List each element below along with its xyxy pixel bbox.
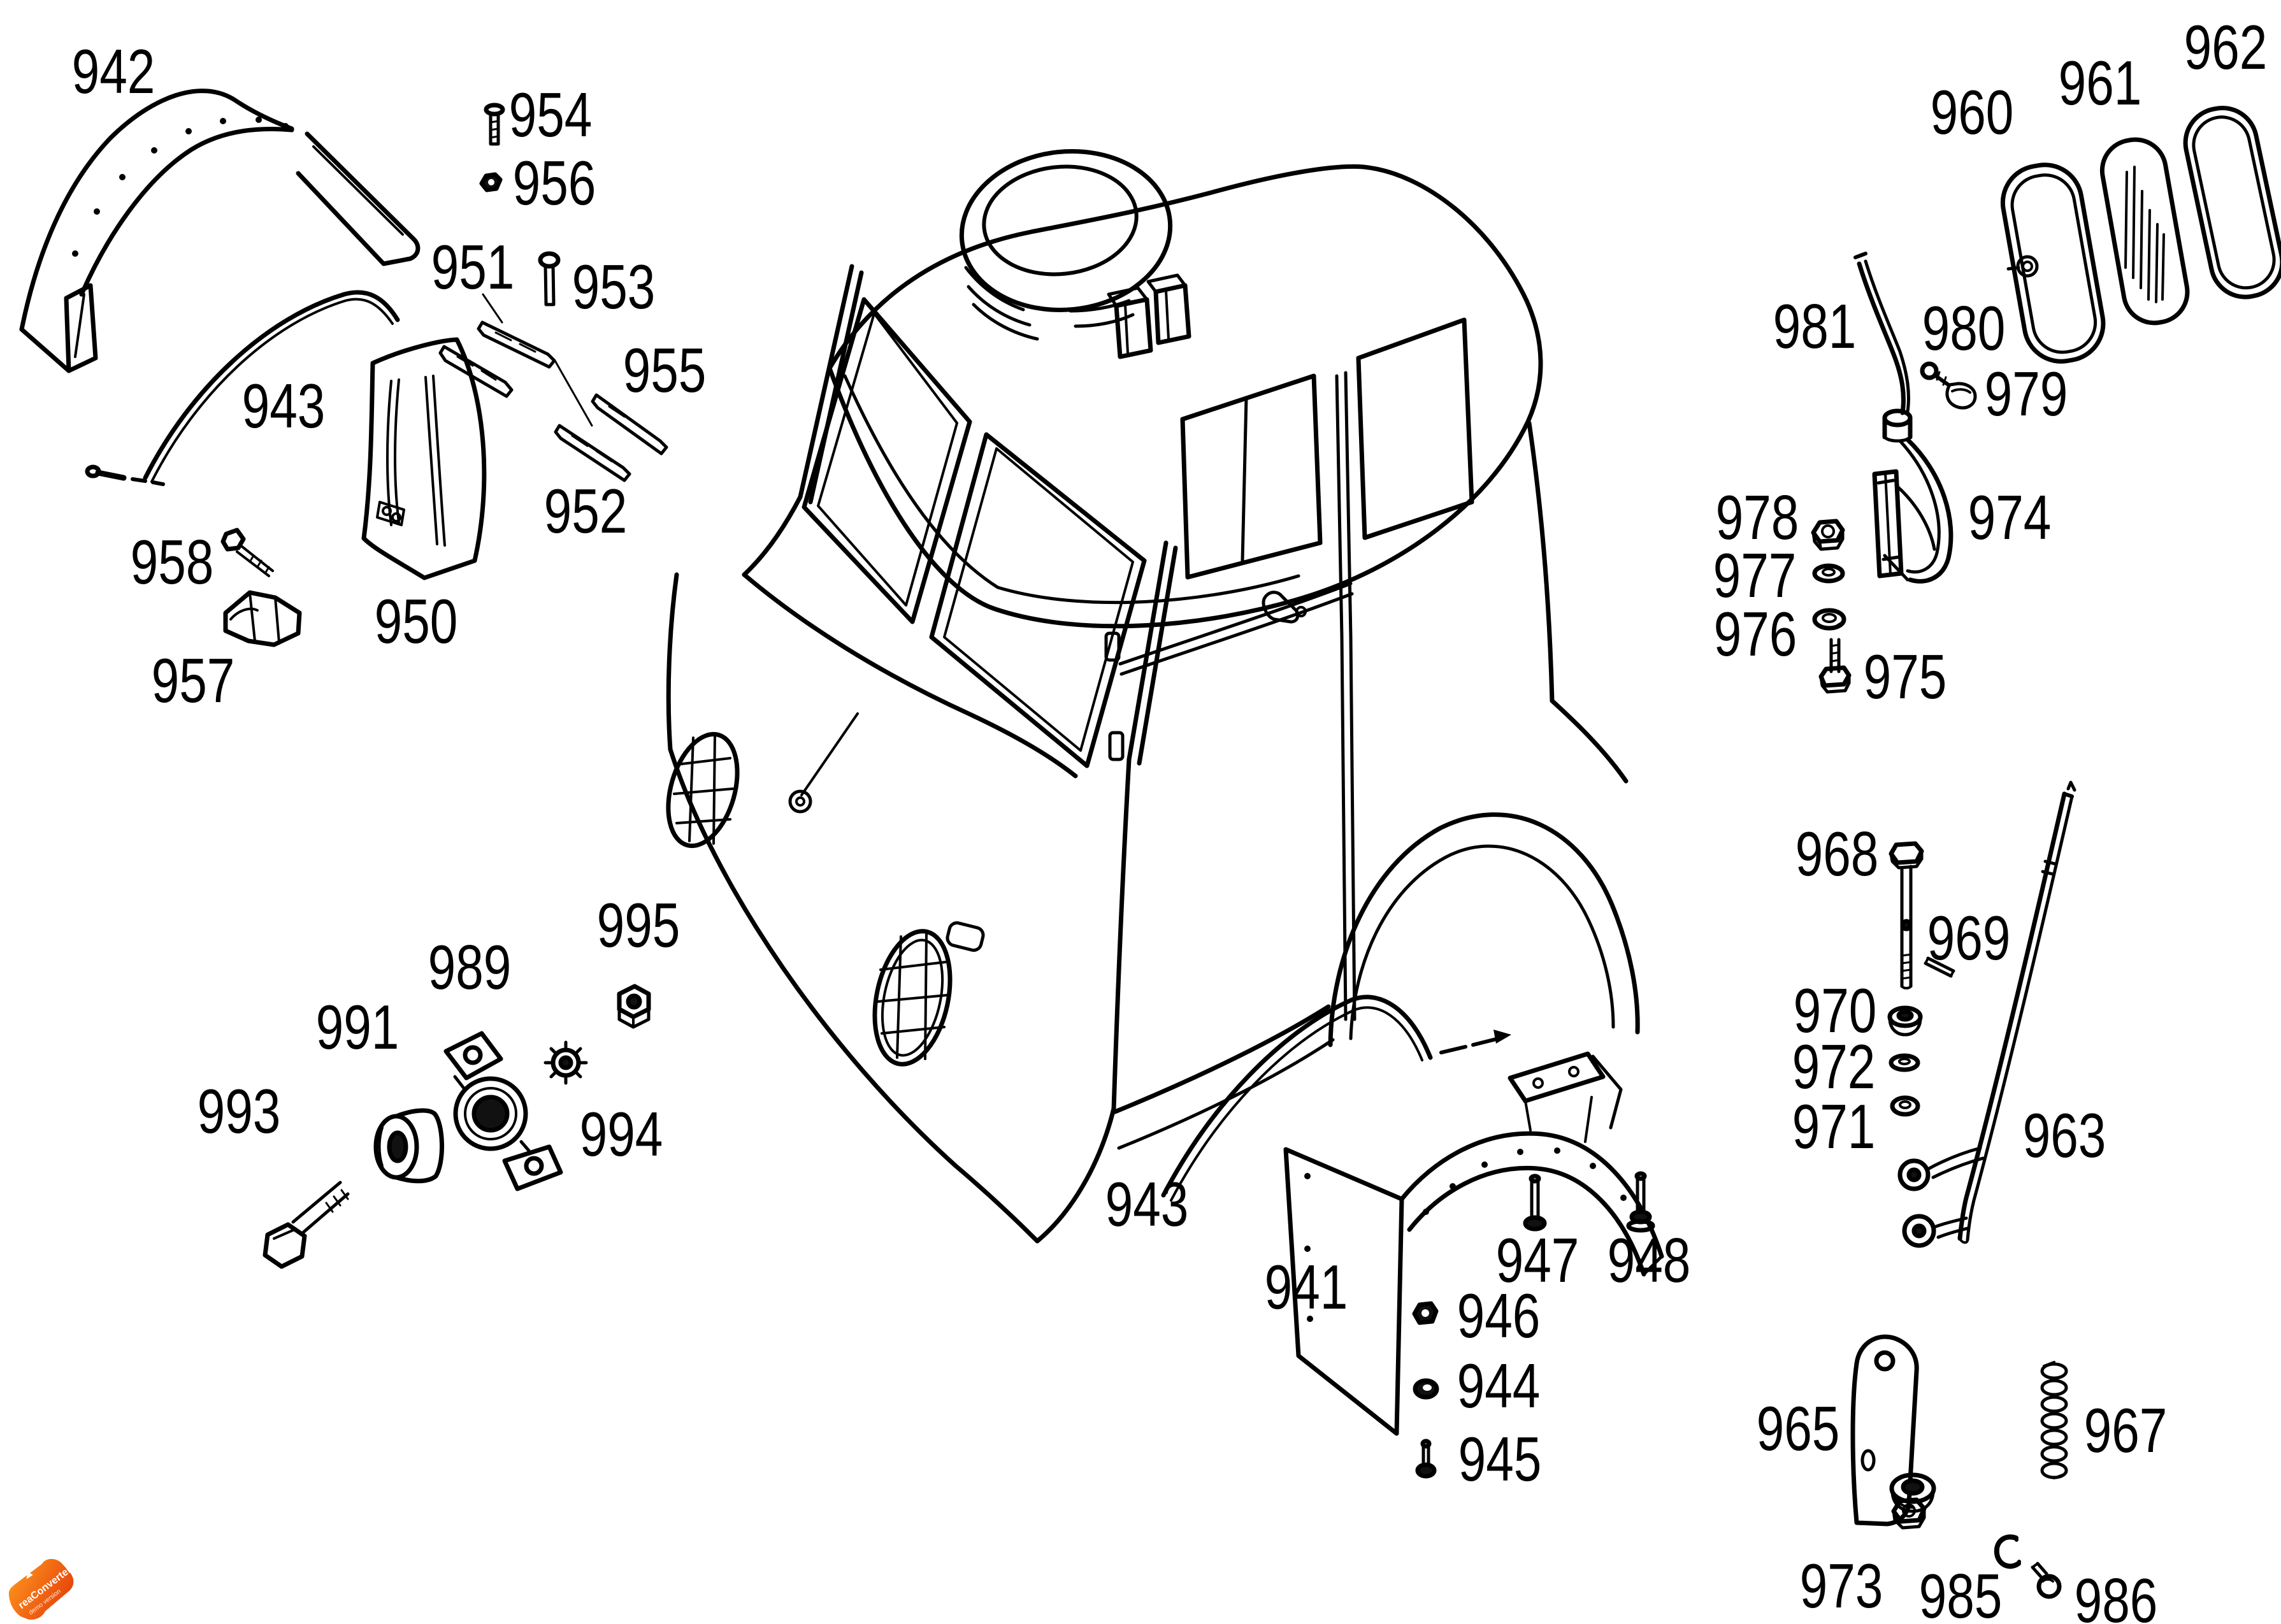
part-label-969: 969 (1927, 903, 2011, 973)
part-label-991: 991 (315, 992, 399, 1062)
part-label-981: 981 (1773, 291, 1857, 361)
part-label-941: 941 (1264, 1252, 1348, 1322)
part-label-963: 963 (2022, 1100, 2106, 1170)
part-label-975: 975 (1863, 642, 1947, 712)
part-label-957: 957 (151, 645, 235, 715)
mirror-arm-rod-981 (1853, 252, 1910, 415)
part-label-945: 945 (1458, 1424, 1542, 1494)
nut-946-icon (1412, 1301, 1439, 1325)
part-label-967: 967 (2083, 1395, 2168, 1465)
washer-972-icon (1889, 1053, 1920, 1072)
washer-971-icon (1890, 1095, 1920, 1117)
nut-973-icon (1891, 1497, 1927, 1530)
screw-948-icon (1626, 1171, 1655, 1233)
headlight-left (666, 731, 740, 849)
part-label-985: 985 (1918, 1561, 2003, 1624)
screw-958-icon (220, 528, 274, 577)
bracket-957-drawing (223, 590, 302, 647)
watermark-tag: reaConverter demo version (4, 1559, 80, 1623)
part-label-993: 993 (197, 1076, 281, 1146)
part-label-972: 972 (1792, 1031, 1876, 1102)
screw-980-icon (1920, 361, 1950, 387)
part-label-974: 974 (1968, 482, 2052, 552)
part-label-976: 976 (1713, 599, 1797, 669)
cab-drawing (666, 148, 1640, 1244)
part-label-942: 942 (71, 36, 155, 106)
cap-979-icon (1945, 382, 1977, 410)
bolt-993-icon (263, 1181, 350, 1269)
part-label-979: 979 (1984, 359, 2068, 429)
part-label-950: 950 (374, 586, 458, 656)
circlip-985-icon (1994, 1534, 2021, 1569)
headlight-right (872, 929, 953, 1067)
trim-943-bottom-drawing (1161, 995, 1511, 1202)
fender-942-rivets (72, 117, 289, 257)
part-label-973: 973 (1799, 1551, 1883, 1621)
part-label-955: 955 (622, 335, 707, 405)
part-label-943-bottom: 943 (1105, 1169, 1189, 1239)
washer-944-icon (1413, 1378, 1439, 1400)
part-label-977: 977 (1713, 540, 1797, 610)
nut-956-icon (479, 172, 503, 192)
screw-954-icon (484, 103, 505, 146)
screw-953-icon (538, 251, 561, 306)
part-label-954: 954 (508, 80, 593, 150)
nut-995-icon (617, 984, 651, 1029)
pin-969-icon (1924, 956, 1955, 978)
part-label-968: 968 (1795, 819, 1879, 889)
panel-950-drawing (361, 337, 487, 580)
part-label-995: 995 (596, 890, 680, 960)
part-label-965: 965 (1756, 1393, 1840, 1463)
watermark-tag-shape: reaConverter demo version (8, 1559, 74, 1620)
part-label-951: 951 (431, 232, 515, 302)
part-label-962: 962 (2184, 12, 2268, 82)
bolt-945-icon (1415, 1439, 1437, 1479)
part-label-944: 944 (1457, 1351, 1541, 1421)
roof-hatch (959, 148, 1191, 359)
part-label-960: 960 (1930, 77, 2014, 147)
star-washer-994-icon (543, 1040, 588, 1085)
part-label-953: 953 (572, 252, 656, 322)
bolt-975-icon (1818, 638, 1852, 694)
part-label-989: 989 (428, 932, 512, 1002)
fender-942-drawing (19, 89, 421, 373)
part-label-980: 980 (1922, 293, 2006, 363)
part-label-948: 948 (1607, 1225, 1691, 1295)
bushing-991-icon (373, 1108, 445, 1184)
part-label-956: 956 (512, 148, 596, 218)
mirror-bezel-962 (2183, 105, 2281, 299)
part-label-947: 947 (1495, 1225, 1579, 1295)
grommet-970-icon (1887, 1005, 1923, 1037)
part-label-958: 958 (130, 527, 214, 597)
moulding-strips-950-area (438, 293, 668, 482)
part-label-952: 952 (543, 476, 628, 546)
rod-963-drawing (1897, 780, 2076, 1248)
bolt-968-icon (1889, 841, 1924, 989)
part-label-971: 971 (1792, 1091, 1876, 1161)
bracket-989-icon (443, 1031, 563, 1191)
screw-947-icon (1523, 1174, 1547, 1232)
part-label-946: 946 (1457, 1281, 1541, 1351)
part-label-994: 994 (579, 1099, 663, 1169)
part-label-961: 961 (2058, 48, 2142, 118)
part-label-978: 978 (1715, 482, 1799, 552)
fender-941-drawing (1283, 1051, 1664, 1436)
mirror-bracket-974 (1872, 408, 1954, 584)
screw-986-icon (2031, 1562, 2062, 1599)
nut-978-icon (1811, 519, 1845, 551)
part-label-943-left: 943 (241, 371, 326, 441)
trim-943-left-drawing (85, 290, 400, 486)
bracket-965-drawing (1850, 1334, 1936, 1527)
parking-lamp (946, 921, 985, 952)
part-label-970: 970 (1793, 975, 1877, 1046)
mirror-glass-961 (2099, 137, 2190, 326)
mirror-housing-960 (2000, 162, 2106, 364)
spring-967-icon (2040, 1361, 2068, 1479)
washer-977-icon (1812, 563, 1845, 584)
part-label-986: 986 (2074, 1565, 2158, 1624)
lock-washer-976-icon (1812, 608, 1846, 631)
